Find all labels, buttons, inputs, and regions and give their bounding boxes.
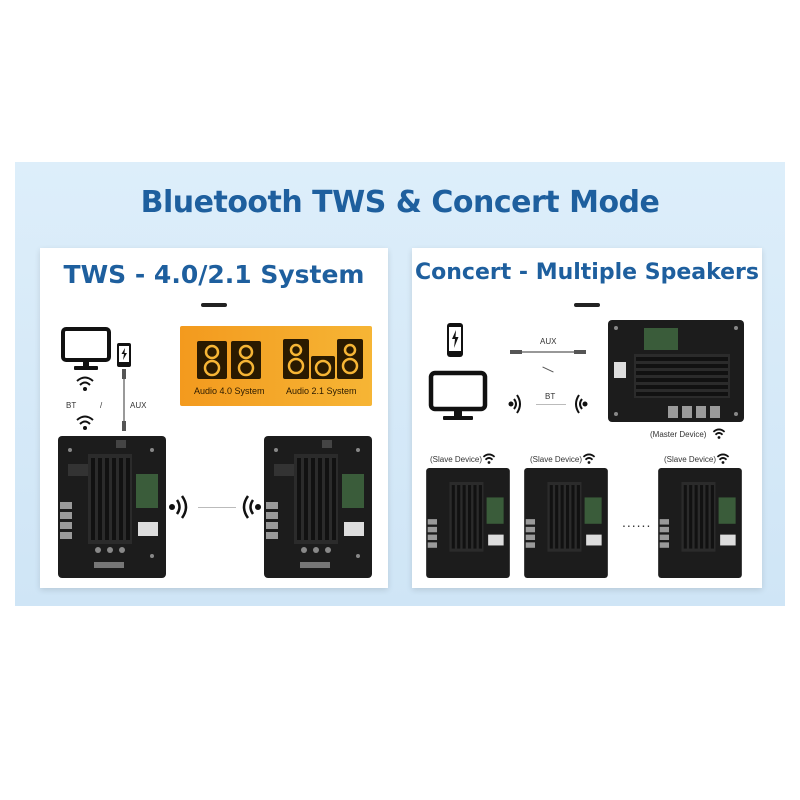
or-separator <box>542 366 554 373</box>
slash-label: / <box>100 401 103 410</box>
audio-21-label: Audio 2.1 System <box>286 386 357 396</box>
more-devices-ellipsis: ...... <box>622 514 652 530</box>
tws-title: TWS - 4.0/2.1 System <box>63 260 365 289</box>
amplifier-board-right <box>264 436 372 578</box>
speaker-pair-icon <box>197 341 261 379</box>
speaker-subwoofer-icon <box>283 339 363 379</box>
page-title: Bluetooth TWS & Concert Mode <box>140 185 660 220</box>
concert-title: Concert - Multiple Speakers <box>415 260 759 285</box>
tws-title-underline <box>201 303 227 307</box>
master-device-label: (Master Device) <box>650 430 707 439</box>
wireless-signal-icon <box>582 453 596 464</box>
amplifier-board-left <box>58 436 166 578</box>
wireless-signal-icon <box>482 453 496 464</box>
slave-device-label: (Slave Device) <box>430 455 483 464</box>
slave-device-label: (Slave Device) <box>530 455 583 464</box>
aux-cable-icon <box>510 350 586 354</box>
broadcast-in-icon <box>242 495 261 519</box>
slave-amplifier-board <box>524 468 608 578</box>
system-modes-box: Audio 4.0 System Audio 2.1 System <box>180 326 372 406</box>
wireless-signal-icon <box>712 428 726 439</box>
concert-title-underline <box>574 303 600 307</box>
master-amplifier-board <box>608 320 744 422</box>
phone-icon <box>447 323 463 357</box>
bt-label: BT <box>545 392 556 401</box>
concert-panel: Concert - Multiple Speakers AUX BT <box>412 248 762 588</box>
slave-amplifier-board <box>426 468 510 578</box>
slave-amplifier-board <box>658 468 742 578</box>
aux-label: AUX <box>540 337 557 346</box>
broadcast-out-icon <box>508 394 521 414</box>
broadcast-in-icon <box>575 394 588 414</box>
wireless-signal-icon <box>76 415 94 430</box>
wireless-signal-icon <box>76 376 94 391</box>
link-line <box>198 507 236 508</box>
phone-icon <box>117 343 131 367</box>
audio-40-label: Audio 4.0 System <box>194 386 265 396</box>
slave-device-label: (Slave Device) <box>664 455 717 464</box>
monitor-icon <box>428 370 488 420</box>
aux-label: AUX <box>130 401 147 410</box>
bt-label: BT <box>66 401 77 410</box>
broadcast-out-icon <box>169 495 188 519</box>
wireless-signal-icon <box>716 453 730 464</box>
link-line <box>536 404 566 405</box>
monitor-icon <box>61 327 111 370</box>
tws-panel: TWS - 4.0/2.1 System BT / AUX <box>40 248 388 588</box>
aux-cable-icon <box>122 369 126 431</box>
